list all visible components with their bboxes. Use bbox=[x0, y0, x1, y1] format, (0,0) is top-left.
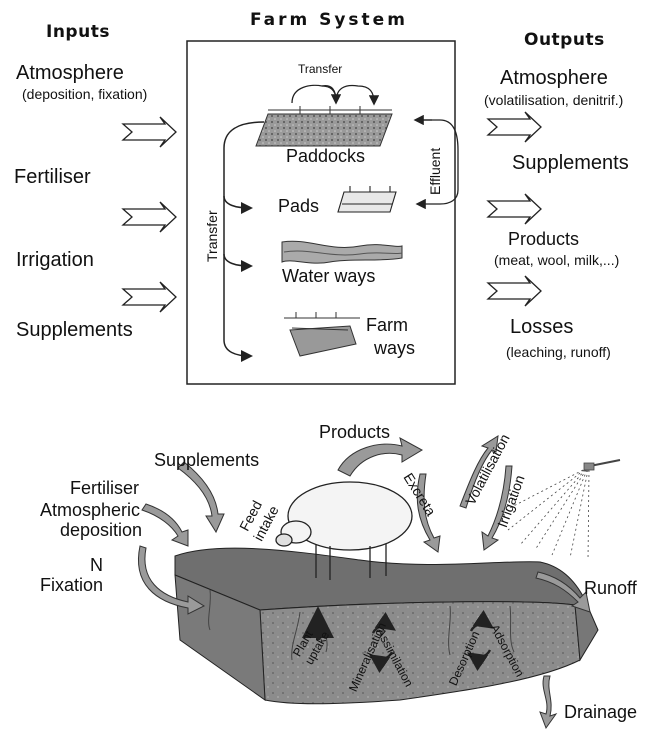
output-arrow-supplements bbox=[488, 194, 541, 224]
input-arrow-irrigation bbox=[123, 282, 176, 312]
water-ways-label: Water ways bbox=[282, 266, 375, 287]
deposition-label: deposition bbox=[60, 520, 142, 541]
paddocks-illustration bbox=[256, 106, 392, 146]
farm-ways-illustration bbox=[284, 312, 360, 356]
fixation-label: Fixation bbox=[40, 575, 103, 596]
output-arrows bbox=[488, 112, 541, 306]
output-arrow-atmosphere bbox=[488, 112, 541, 142]
output-atmosphere-sub: (volatilisation, denitrif.) bbox=[484, 92, 623, 108]
pads-label: Pads bbox=[278, 196, 319, 217]
output-losses-sub: (leaching, runoff) bbox=[506, 344, 611, 360]
n-label: N bbox=[90, 555, 103, 576]
products-label: Products bbox=[319, 422, 390, 443]
output-atmosphere: Atmosphere bbox=[500, 67, 608, 90]
system-title: Farm System bbox=[250, 10, 408, 30]
transfer-top-label: Transfer bbox=[298, 62, 342, 76]
input-supplements: Supplements bbox=[16, 319, 133, 342]
input-arrows bbox=[123, 117, 176, 312]
input-arrow-fertiliser bbox=[123, 202, 176, 232]
atmospheric-label: Atmospheric bbox=[40, 500, 140, 521]
input-atmosphere: Atmosphere bbox=[16, 62, 124, 85]
drainage-label: Drainage bbox=[564, 702, 637, 723]
output-products-sub: (meat, wool, milk,...) bbox=[494, 252, 619, 268]
output-supplements: Supplements bbox=[512, 152, 629, 175]
products-arrow bbox=[338, 438, 422, 476]
output-products: Products bbox=[508, 229, 579, 250]
output-arrow-products bbox=[488, 276, 541, 306]
fertiliser-arrow bbox=[142, 504, 188, 546]
pads-illustration bbox=[338, 186, 396, 212]
inputs-title: Inputs bbox=[46, 22, 110, 42]
input-arrow-atmosphere bbox=[123, 117, 176, 147]
input-fertiliser: Fertiliser bbox=[14, 166, 91, 189]
farm-ways-label-1: Farm bbox=[366, 315, 408, 336]
output-losses: Losses bbox=[510, 316, 573, 339]
drainage-arrow bbox=[540, 676, 556, 728]
input-irrigation: Irrigation bbox=[16, 249, 94, 272]
outputs-title: Outputs bbox=[524, 30, 605, 50]
input-atmosphere-sub: (deposition, fixation) bbox=[22, 86, 147, 102]
fertiliser-label: Fertiliser bbox=[70, 478, 139, 499]
transfer-side-label: Transfer bbox=[204, 210, 220, 262]
supplements-label: Supplements bbox=[154, 450, 259, 471]
water-ways-illustration bbox=[282, 241, 402, 263]
supplements-arrow bbox=[178, 462, 224, 532]
farm-ways-label-2: ways bbox=[374, 338, 415, 359]
runoff-label: Runoff bbox=[584, 578, 637, 599]
effluent-label: Effluent bbox=[427, 148, 443, 195]
paddocks-label: Paddocks bbox=[286, 146, 365, 167]
